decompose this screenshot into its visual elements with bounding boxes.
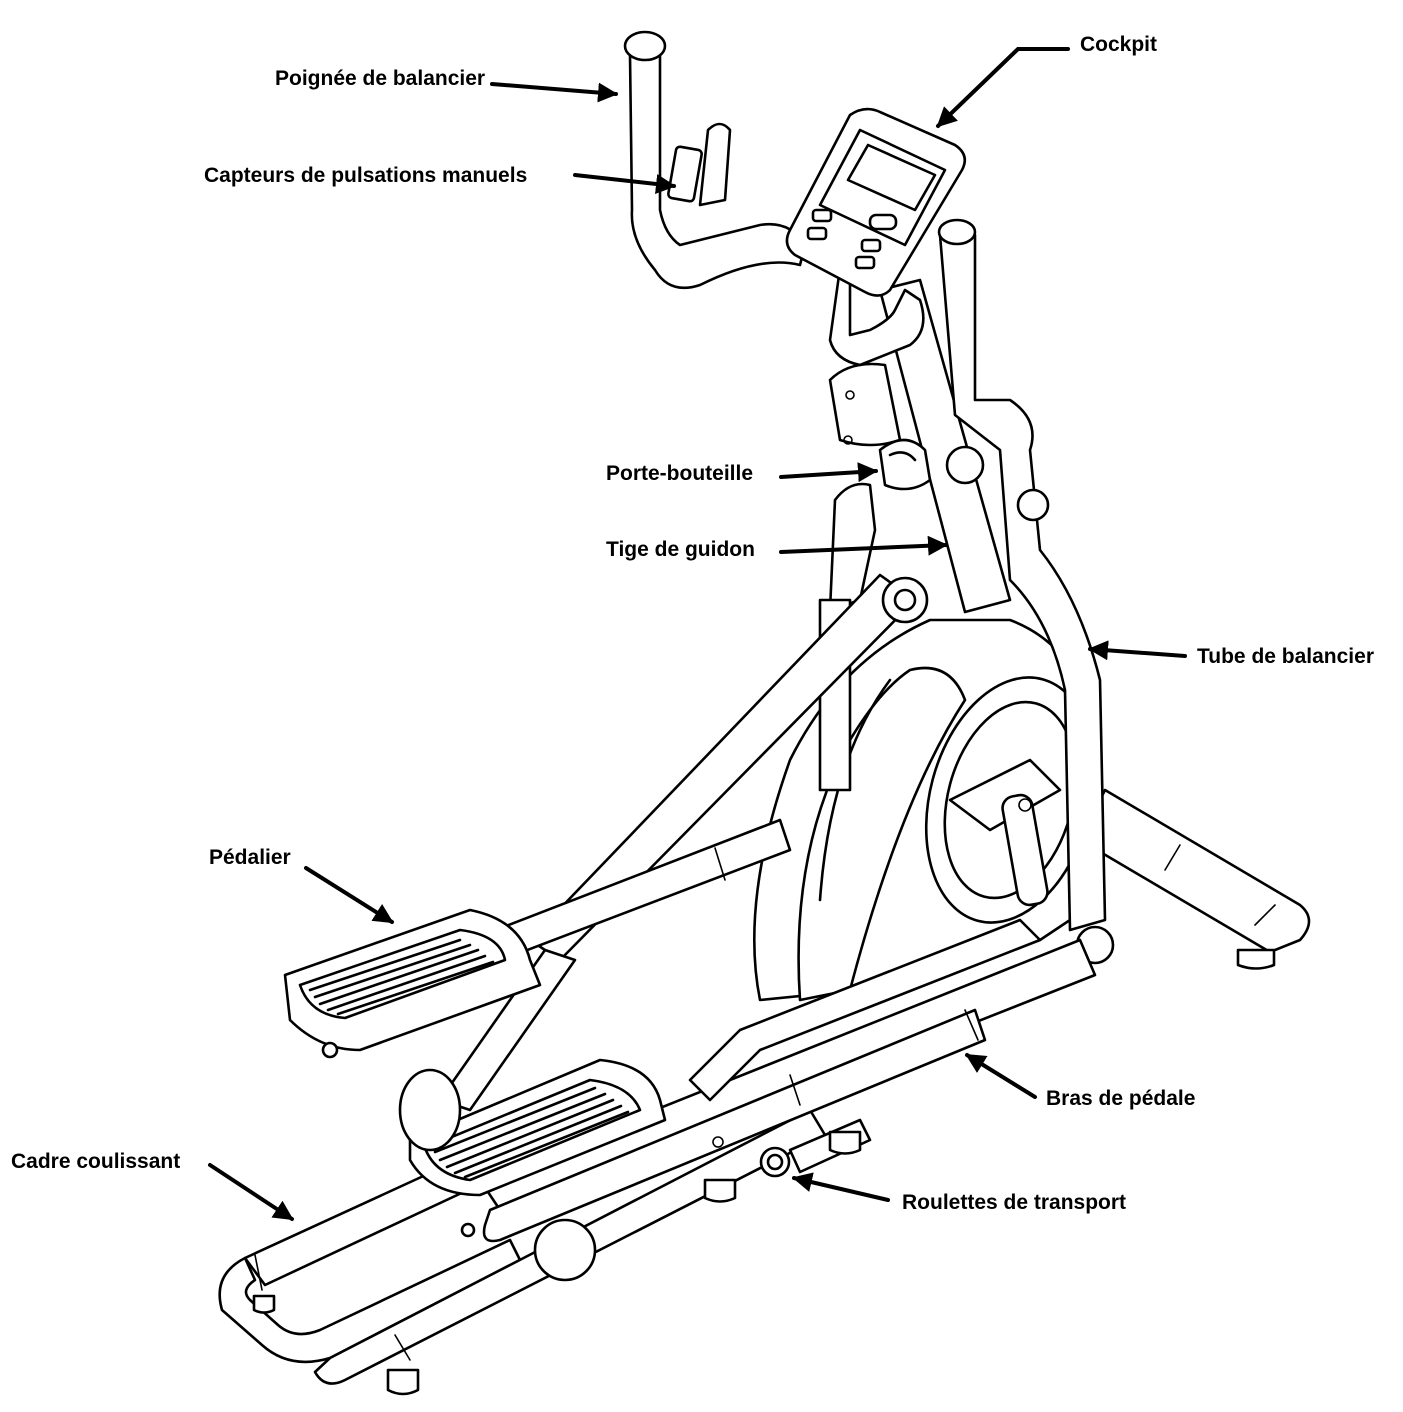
label-roulettes-de-transport: Roulettes de transport (902, 1191, 1127, 1214)
label-cockpit: Cockpit (1080, 33, 1158, 56)
upper-pedal-arm (438, 573, 929, 1112)
label-porte-bouteille: Porte-bouteille (606, 462, 754, 485)
pedal-left (398, 1058, 667, 1238)
label-tige-de-guidon: Tige de guidon (606, 538, 755, 561)
label-cadre-coulissant: Cadre coulissant (11, 1150, 181, 1173)
drive-housing (753, 618, 1102, 1002)
lower-pedal-arm (478, 918, 1097, 1243)
label-tube-de-balancier: Tube de balancier (1197, 645, 1374, 668)
label-capteurs-de-pulsations: Capteurs de pulsations manuels (204, 164, 528, 187)
pedal-right-tread (308, 938, 495, 1016)
rear-stabilizer (1078, 788, 1311, 970)
label-poignee-de-balancier: Poignée de balancier (275, 67, 486, 90)
label-pedalier: Pédalier (209, 846, 291, 869)
console (785, 107, 967, 297)
swing-tubes (937, 218, 1115, 965)
transport-wheels (533, 1118, 872, 1282)
pedal-left-tread (433, 1086, 630, 1179)
console-mast (828, 278, 1012, 614)
label-bras-de-pedale: Bras de pédale (1046, 1087, 1196, 1110)
pedal-right (283, 908, 542, 1059)
callout-arrows (208, 47, 1187, 1221)
